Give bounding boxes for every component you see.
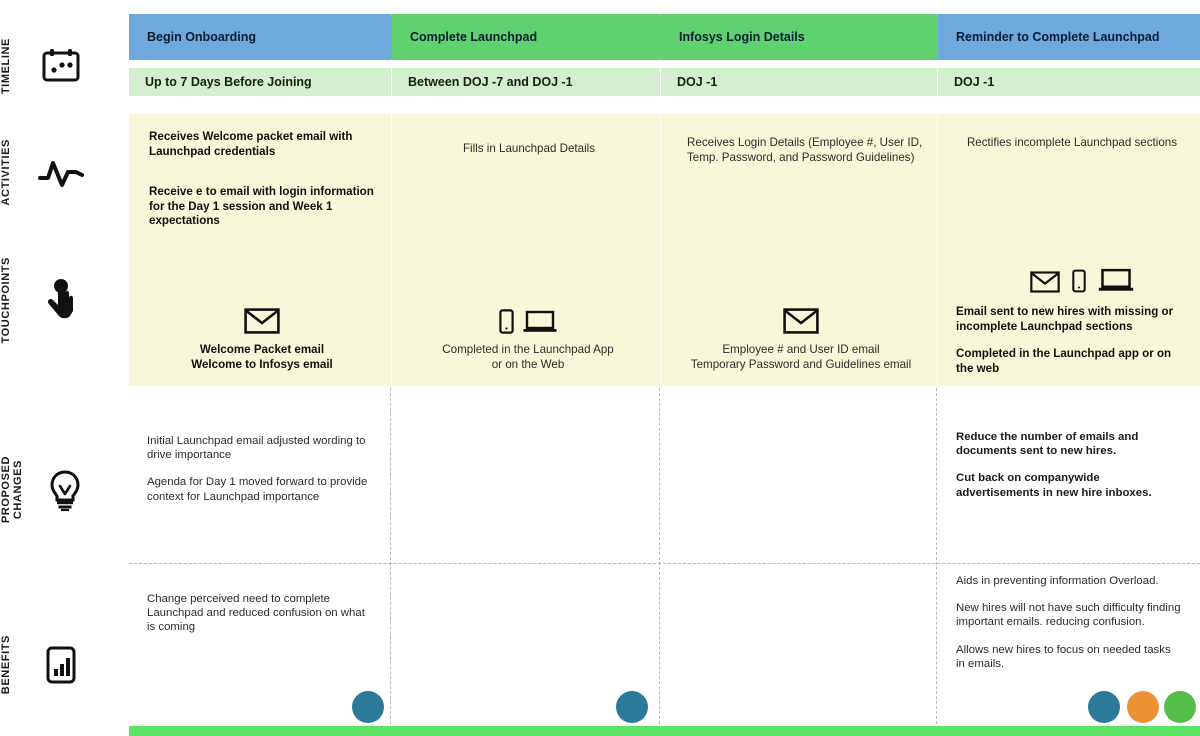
laptop-icon bbox=[1098, 267, 1134, 293]
pulse-icon bbox=[38, 149, 84, 195]
rail-label-timeline: TIMELINE bbox=[0, 37, 12, 95]
proposed-changes-cell-4: Reduce the number of emails and document… bbox=[938, 404, 1200, 562]
tap-hand-icon bbox=[38, 277, 84, 323]
benefit-item: Aids in preventing information Overload. bbox=[956, 575, 1159, 587]
proposed-changes-cell-3 bbox=[661, 404, 937, 562]
activity-item: Rectifies incomplete Launchpad sections bbox=[966, 136, 1178, 149]
rail-row-benefits: BENEFITS bbox=[0, 620, 128, 710]
rail-label-activities: ACTIVITIES bbox=[0, 138, 12, 206]
touchpoint-item: Email sent to new hires with missing or … bbox=[956, 305, 1174, 333]
lightbulb-icon bbox=[42, 467, 88, 513]
activity-item: Receive e to email with login informatio… bbox=[149, 185, 374, 227]
calendar-icon bbox=[38, 43, 84, 89]
column-divider-2 bbox=[659, 388, 660, 724]
touchpoint-item: Welcome Packet email Welcome to Infosys … bbox=[191, 343, 333, 371]
touchpoint-item: Completed in the Launchpad app or on the… bbox=[956, 347, 1172, 375]
timeline-label-3: DOJ -1 bbox=[677, 75, 718, 89]
bottom-accent-bar bbox=[129, 726, 1200, 736]
activities-cell-3: Receives Login Details (Employee #, User… bbox=[661, 114, 937, 179]
benefit-item: Change perceived need to complete Launch… bbox=[147, 593, 365, 634]
touchpoint-icons-3 bbox=[679, 308, 923, 334]
decorative-dot bbox=[352, 691, 384, 723]
envelope-icon bbox=[244, 308, 280, 334]
activity-touchpoint-panel-4: Rectifies incomplete Launchpad sections bbox=[938, 114, 1200, 386]
column-divider-1 bbox=[390, 388, 391, 724]
row-label-rail: TIMELINE ACTIVITIES TOUCH bbox=[0, 0, 128, 736]
proposed-changes-cell-1: Initial Launchpad email adjusted wording… bbox=[129, 404, 391, 562]
stage-header-2-label: Complete Launchpad bbox=[410, 30, 538, 44]
phone-icon bbox=[499, 309, 514, 334]
row-divider-benefits bbox=[129, 563, 1200, 564]
benefit-item: Allows new hires to focus on needed task… bbox=[956, 643, 1171, 670]
envelope-icon bbox=[783, 308, 819, 334]
benefits-cell-1: Change perceived need to complete Launch… bbox=[129, 566, 391, 716]
touchpoint-item: Completed in the Launchpad App or on the… bbox=[442, 343, 614, 371]
activity-touchpoint-panel-2: Fills in Launchpad Details Completed i bbox=[392, 114, 660, 386]
timeline-label-4: DOJ -1 bbox=[954, 75, 995, 89]
decorative-dot bbox=[1088, 691, 1120, 723]
decorative-dot bbox=[616, 691, 648, 723]
proposed-changes-cell-2 bbox=[392, 404, 660, 562]
timeline-band-2: Between DOJ -7 and DOJ -1 bbox=[392, 68, 660, 96]
laptop-icon bbox=[523, 309, 557, 334]
stage-header-4[interactable]: Reminder to Complete Launchpad bbox=[938, 14, 1200, 60]
touchpoints-cell-1: Welcome Packet email Welcome to Infosys … bbox=[129, 308, 391, 372]
touchpoints-cell-2: Completed in the Launchpad App or on the… bbox=[392, 309, 660, 372]
proposed-change-item: Reduce the number of emails and document… bbox=[956, 431, 1139, 458]
decorative-dot bbox=[1164, 691, 1196, 723]
stage-header-3[interactable]: Infosys Login Details bbox=[661, 14, 961, 60]
timeline-band-4: DOJ -1 bbox=[938, 68, 1200, 96]
stage-header-1[interactable]: Begin Onboarding bbox=[129, 14, 415, 60]
benefit-item: New hires will not have such difficulty … bbox=[956, 602, 1181, 629]
activity-item: Receives Welcome packet email with Launc… bbox=[149, 130, 353, 158]
proposed-change-item: Agenda for Day 1 moved forward to provid… bbox=[147, 476, 368, 503]
touchpoint-icons-1 bbox=[147, 308, 377, 334]
timeline-label-2: Between DOJ -7 and DOJ -1 bbox=[408, 75, 573, 89]
rail-label-benefits: BENEFITS bbox=[0, 635, 12, 695]
touchpoint-item: Employee # and User ID email Temporary P… bbox=[690, 343, 912, 371]
decorative-dot bbox=[1127, 691, 1159, 723]
phone-icon bbox=[1072, 269, 1086, 293]
proposed-change-item: Initial Launchpad email adjusted wording… bbox=[147, 435, 366, 462]
stage-header-2[interactable]: Complete Launchpad bbox=[392, 14, 684, 60]
timeline-band-3: DOJ -1 bbox=[661, 68, 937, 96]
timeline-label-1: Up to 7 Days Before Joining bbox=[145, 75, 312, 89]
rail-label-touchpoints: TOUCHPOINTS bbox=[0, 256, 12, 344]
activity-item: Receives Login Details (Employee #, User… bbox=[687, 136, 923, 164]
rail-label-proposed-changes: PROPOSED CHANGES bbox=[0, 456, 24, 524]
rail-row-touchpoints: TOUCHPOINTS bbox=[0, 250, 128, 350]
timeline-band-1: Up to 7 Days Before Joining bbox=[129, 68, 391, 96]
stage-header-1-label: Begin Onboarding bbox=[147, 30, 257, 44]
activity-touchpoint-panel-1: Receives Welcome packet email with Launc… bbox=[129, 114, 391, 386]
activity-touchpoint-panel-3: Receives Login Details (Employee #, User… bbox=[661, 114, 937, 386]
benefits-cell-3 bbox=[661, 566, 937, 716]
stage-header-3-label: Infosys Login Details bbox=[679, 30, 805, 44]
activities-cell-4: Rectifies incomplete Launchpad sections bbox=[938, 114, 1200, 165]
activity-item: Fills in Launchpad Details bbox=[462, 142, 596, 155]
touchpoints-cell-3: Employee # and User ID email Temporary P… bbox=[661, 308, 937, 372]
touchpoint-icons-2 bbox=[410, 309, 646, 334]
benefits-cell-4: Aids in preventing information Overload.… bbox=[938, 566, 1200, 716]
rail-row-timeline: TIMELINE bbox=[0, 22, 128, 110]
column-divider-3 bbox=[936, 388, 937, 724]
rail-row-activities: ACTIVITIES bbox=[0, 128, 128, 216]
proposed-change-item: Cut back on companywide advertisements i… bbox=[956, 472, 1152, 499]
activities-cell-1: Receives Welcome packet email with Launc… bbox=[129, 114, 391, 243]
stage-header-4-label: Reminder to Complete Launchpad bbox=[956, 30, 1160, 44]
rail-row-proposed-changes: PROPOSED CHANGES bbox=[0, 440, 128, 540]
envelope-icon bbox=[1030, 271, 1060, 293]
activities-cell-2: Fills in Launchpad Details bbox=[392, 114, 660, 171]
touchpoint-icons-4 bbox=[956, 267, 1186, 293]
touchpoints-cell-4: Email sent to new hires with missing or … bbox=[938, 267, 1200, 376]
benefits-cell-2 bbox=[392, 566, 660, 716]
bar-chart-icon bbox=[38, 642, 84, 688]
